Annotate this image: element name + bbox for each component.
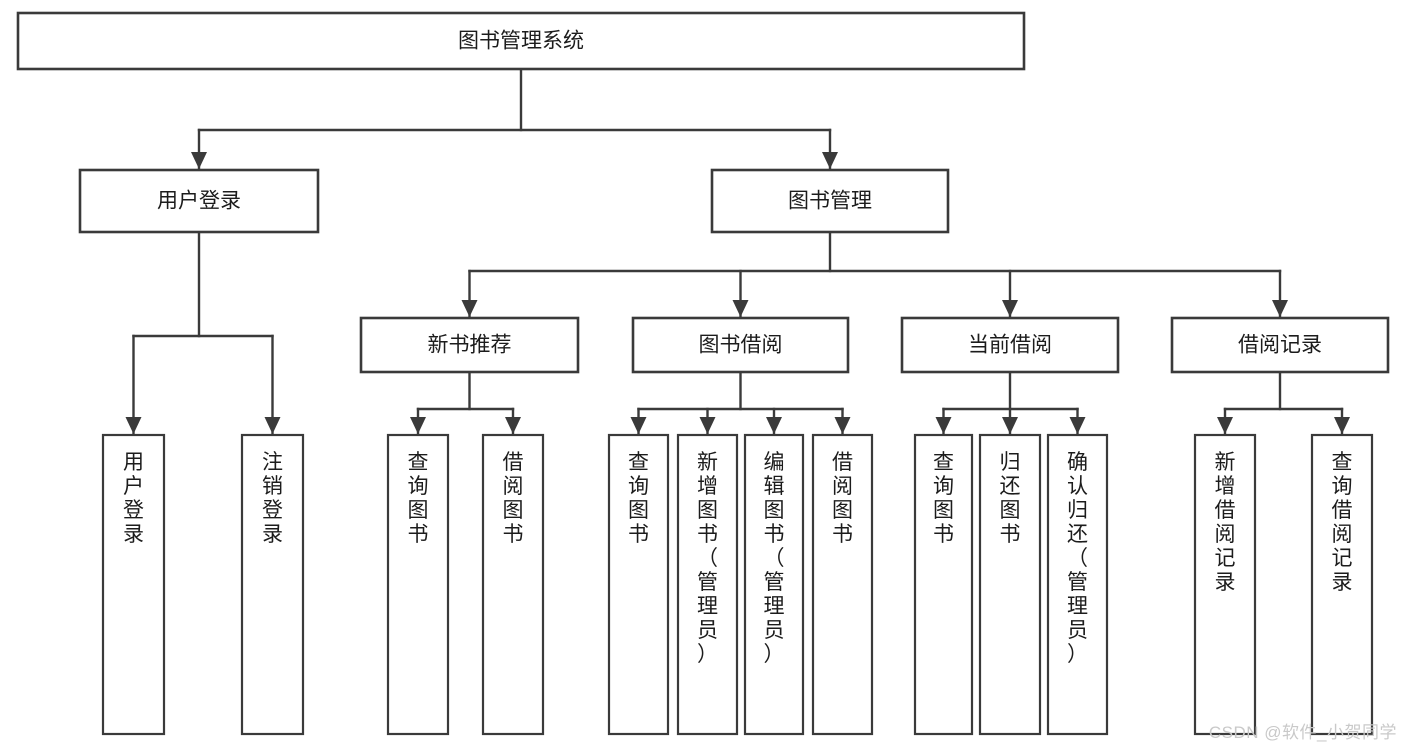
arrow-head-icon: [505, 417, 521, 434]
node-box-book-manage[interactable]: [710, 168, 950, 234]
node-label-current-borrow: 当前借阅: [968, 334, 1052, 357]
node-box-current-borrow[interactable]: [900, 316, 1120, 374]
node-label-nbr-query-book: 查询图书: [408, 451, 429, 546]
arrow-head-icon: [1002, 417, 1018, 434]
arrow-head-icon: [935, 417, 952, 434]
node-box-bb-add-book[interactable]: [676, 433, 739, 736]
node-box-root[interactable]: [16, 11, 1026, 71]
arrow-head-icon: [1334, 417, 1350, 434]
node-box-user-login-do[interactable]: [101, 433, 166, 736]
node-label-book-manage: 图书管理: [788, 190, 872, 213]
node-label-borrow-record: 借阅记录: [1238, 334, 1322, 357]
node-label-new-book-recommend: 新书推荐: [428, 334, 512, 357]
arrow-head-icon: [822, 152, 838, 169]
node-label-cb-confirm-return: 确认归还（管理员）: [1067, 451, 1088, 666]
node-label-user-login: 用户登录: [157, 190, 241, 213]
node-box-nbr-borrow-book[interactable]: [481, 433, 545, 736]
arrow-head-icon: [125, 417, 142, 434]
node-box-user-logout[interactable]: [240, 433, 305, 736]
watermark-text: CSDN @软件_小贺同学: [1208, 723, 1397, 742]
arrow-head-icon: [410, 417, 426, 434]
arrow-head-icon: [1217, 417, 1233, 434]
arrow-head-icon: [191, 152, 207, 169]
node-label-br-query-record: 查询借阅记录: [1332, 451, 1353, 594]
node-box-cb-return-book[interactable]: [978, 433, 1042, 736]
arrow-head-icon: [461, 300, 478, 317]
node-label-user-login-do: 用户登录: [123, 451, 144, 546]
node-box-borrow-record[interactable]: [1170, 316, 1390, 374]
node-box-cb-confirm-return[interactable]: [1046, 433, 1109, 736]
node-label-nbr-borrow-book: 借阅图书: [503, 451, 524, 546]
node-box-br-add-record[interactable]: [1193, 433, 1257, 736]
arrow-head-icon: [766, 417, 782, 434]
arrow-head-icon: [834, 417, 851, 434]
arrow-head-icon: [264, 417, 281, 434]
node-label-cb-query-book: 查询图书: [933, 451, 954, 546]
node-box-bb-query-book[interactable]: [607, 433, 670, 736]
node-label-book-borrow: 图书借阅: [699, 334, 783, 357]
arrow-head-icon: [1272, 300, 1288, 317]
node-label-user-logout: 注销登录: [262, 451, 283, 546]
node-label-bb-borrow-book: 借阅图书: [832, 451, 853, 546]
node-box-nbr-query-book[interactable]: [386, 433, 450, 736]
node-label-bb-add-book: 新增图书（管理员）: [697, 451, 718, 666]
node-label-br-add-record: 新增借阅记录: [1215, 451, 1236, 594]
arrow-head-icon: [732, 300, 749, 317]
node-box-cb-query-book[interactable]: [913, 433, 974, 736]
node-box-book-borrow[interactable]: [631, 316, 850, 374]
node-label-bb-edit-book: 编辑图书（管理员）: [764, 451, 785, 666]
node-label-cb-return-book: 归还图书: [1000, 451, 1021, 546]
node-box-new-book-recommend[interactable]: [359, 316, 580, 374]
node-box-bb-edit-book[interactable]: [743, 433, 805, 736]
node-box-bb-borrow-book[interactable]: [811, 433, 874, 736]
arrow-head-icon: [1069, 417, 1086, 434]
node-label-bb-query-book: 查询图书: [628, 451, 649, 546]
arrow-head-icon: [630, 417, 647, 434]
arrow-head-icon: [1002, 300, 1018, 317]
node-box-br-query-record[interactable]: [1310, 433, 1374, 736]
node-label-root: 图书管理系统: [458, 30, 584, 53]
node-box-user-login[interactable]: [78, 168, 320, 234]
arrow-head-icon: [699, 417, 716, 434]
